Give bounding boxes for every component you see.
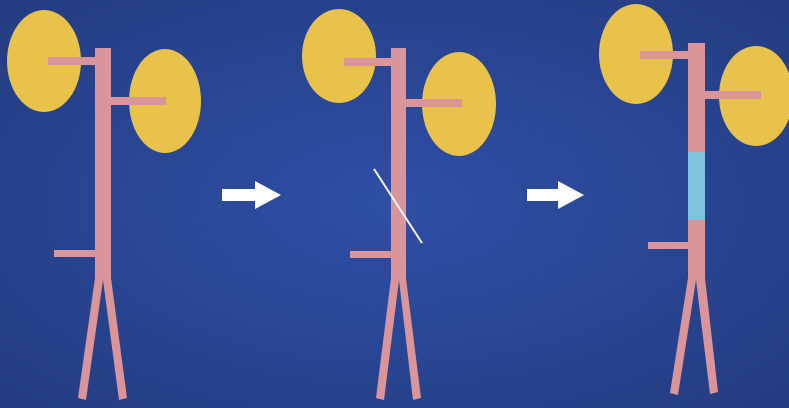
aorta-upper — [688, 43, 705, 152]
left-kidney — [302, 9, 376, 103]
inferior-mesenteric-artery — [350, 251, 394, 258]
aorta — [95, 48, 111, 280]
aortic-graft — [688, 152, 705, 220]
aorta-lower — [688, 220, 705, 280]
left-renal-artery — [640, 51, 695, 59]
aorta — [391, 48, 406, 280]
left-renal-artery — [48, 57, 102, 65]
inferior-mesenteric-artery — [648, 242, 692, 249]
right-renal-artery — [104, 97, 166, 105]
right-renal-artery — [398, 99, 462, 107]
inferior-mesenteric-artery — [54, 250, 98, 257]
